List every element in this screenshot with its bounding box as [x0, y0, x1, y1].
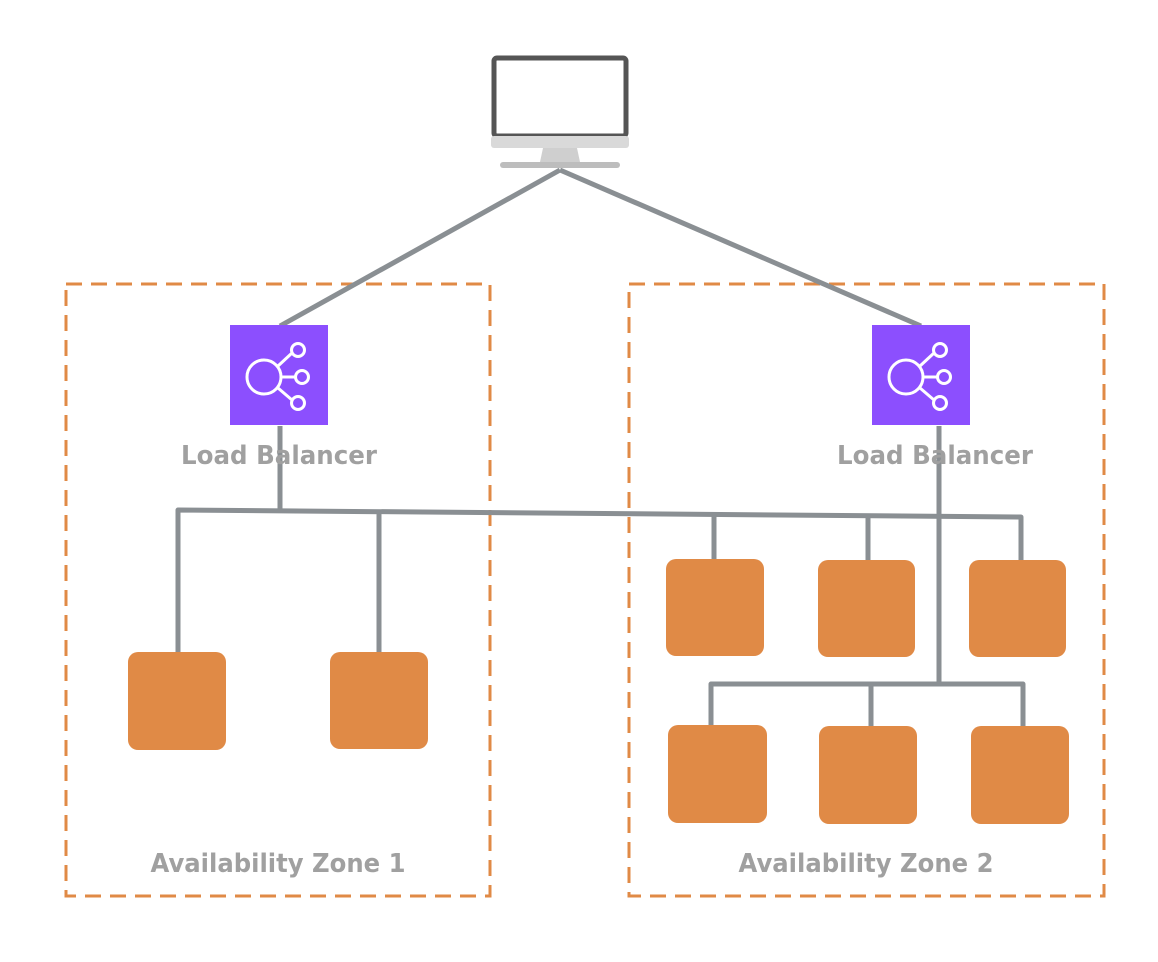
- load-balancer-1: [230, 325, 328, 425]
- connector-lb-2-bus: [708, 681, 1026, 728]
- connector-client-to-lb-1: [278, 167, 562, 329]
- instance-box: [819, 726, 917, 824]
- instance-box: [330, 652, 428, 749]
- load-balancer-2: [872, 325, 970, 425]
- instance-box: [969, 560, 1066, 657]
- load-balancer-1-label: Load Balancer: [181, 441, 377, 471]
- instance-box: [666, 559, 764, 656]
- availability-zone-2-label: Availability Zone 2: [739, 849, 994, 879]
- instance-box: [818, 560, 915, 657]
- availability-zone-2-box: [627, 282, 1106, 898]
- zone-1-instances: [128, 652, 428, 750]
- zone-2-instances: [666, 559, 1069, 824]
- load-balancer-icon: [230, 325, 328, 425]
- availability-zone-1-box: [64, 282, 492, 898]
- load-balancer-2-label: Load Balancer: [837, 441, 1033, 471]
- monitor-icon: [491, 55, 629, 168]
- instance-box: [971, 726, 1069, 824]
- connectors: [175, 167, 1026, 728]
- connector-client-to-lb-2: [559, 167, 922, 329]
- instance-box: [668, 725, 767, 823]
- load-balancer-icon: [872, 325, 970, 425]
- connector-lb-1-bus: [175, 507, 1024, 652]
- instance-box: [128, 652, 226, 750]
- availability-zone-1-label: Availability Zone 1: [151, 849, 406, 879]
